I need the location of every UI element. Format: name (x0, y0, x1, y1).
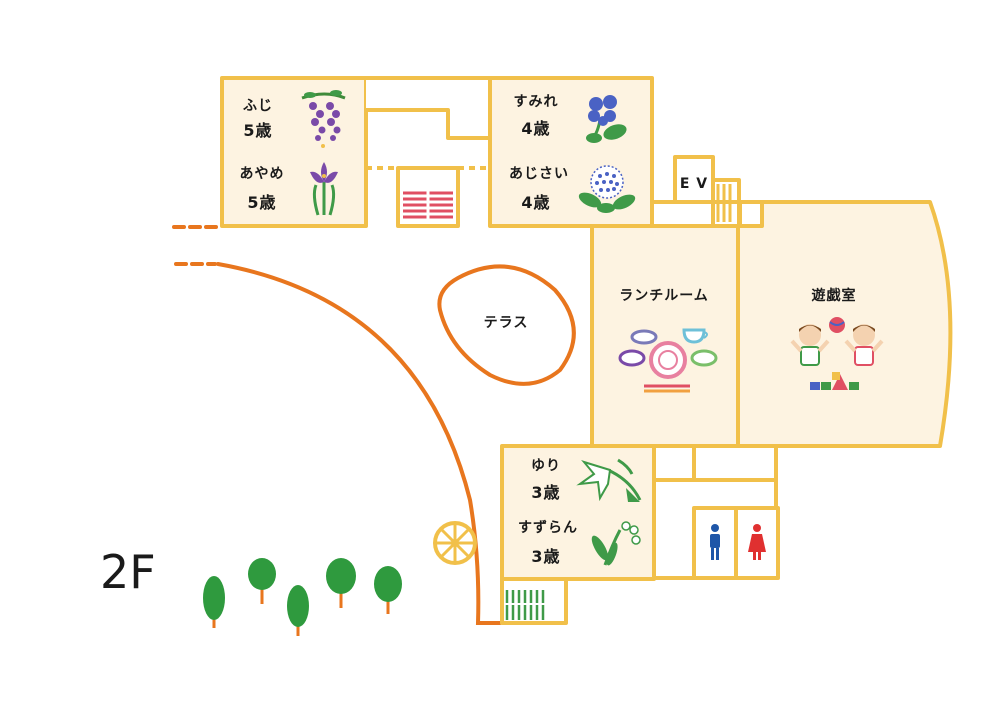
elevator-label: E V (680, 176, 708, 192)
stairs-green (505, 590, 546, 620)
room-suzuran-age: 3歳 (531, 547, 560, 566)
terrace: テラス (437, 264, 576, 386)
room-lunch-label: ランチルーム (619, 288, 709, 304)
male-restroom-icon (710, 524, 720, 560)
female-restroom-icon (748, 524, 766, 560)
wheel-icon (433, 521, 477, 565)
tree-icon (287, 585, 309, 636)
outdoor-path (172, 225, 502, 625)
room-suzuran-label: すずらん (518, 519, 578, 536)
trees (203, 558, 402, 636)
tableware-icon (618, 328, 718, 393)
iris-icon (310, 162, 338, 216)
stairs-ev (716, 184, 732, 222)
room-sumire-age: 4歳 (521, 119, 550, 138)
room-yuri-age: 3歳 (531, 483, 560, 502)
elevator (673, 155, 715, 204)
tree-icon (248, 558, 276, 604)
lily-icon (576, 458, 642, 502)
room-fuji-age: 5歳 (243, 121, 272, 140)
building (220, 76, 953, 625)
lily-of-the-valley-icon (591, 521, 641, 566)
wisteria-icon (301, 90, 346, 148)
room-yuri-label: ゆり (531, 458, 561, 474)
violet-icon (586, 95, 627, 143)
floor-label: 2F (100, 545, 156, 599)
room-sumire-label: すみれ (514, 94, 559, 110)
children-playing-icon (790, 317, 884, 390)
room-yuri-suzuran (500, 444, 656, 581)
room-lunch (590, 224, 740, 448)
room-ajisai-label: あじさい (509, 166, 569, 182)
tree-icon (326, 558, 356, 608)
tree-icon (374, 566, 402, 614)
room-fuji-label: ふじ (243, 98, 273, 114)
room-ajisai-age: 4歳 (521, 193, 550, 212)
terrace-label: テラス (484, 315, 529, 331)
hydrangea-icon (578, 165, 636, 213)
room-ayame-label: あやめ (240, 166, 285, 182)
tree-icon (203, 576, 225, 628)
room-playroom-label: 遊戯室 (812, 287, 857, 304)
dashed-separators (590, 226, 740, 446)
room-ayame-age: 5歳 (247, 193, 276, 212)
room-fuji-ayame (220, 76, 368, 228)
